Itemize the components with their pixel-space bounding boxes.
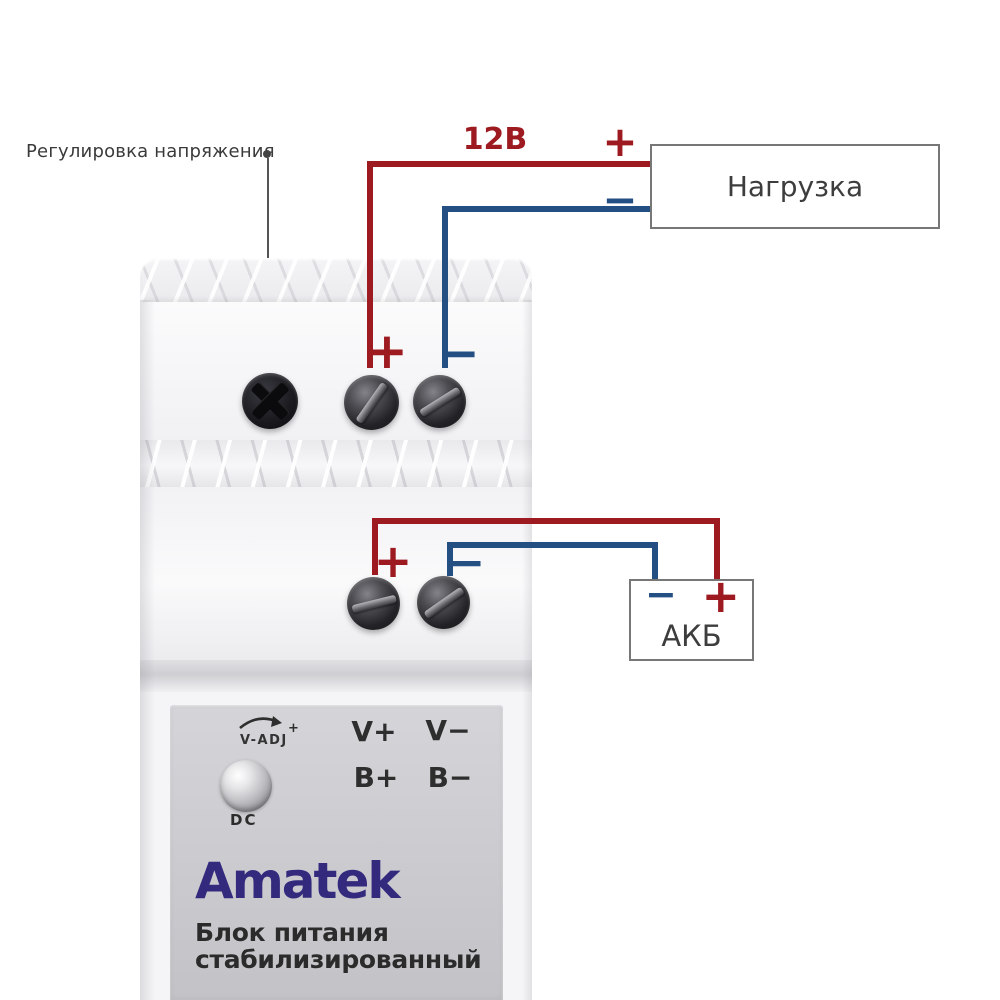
device-left-shading xyxy=(140,300,155,1000)
load-box: Нагрузка xyxy=(650,144,940,229)
output-plus-sign: + xyxy=(366,322,408,380)
wire-positive-battery-vertical-right xyxy=(714,518,720,579)
battery-wire-minus-sign: − xyxy=(446,535,486,589)
wire-negative-load-vertical xyxy=(442,206,448,368)
screw-slot xyxy=(350,594,397,613)
load-minus-sign: − xyxy=(602,175,638,224)
voltage-adjust-screw xyxy=(242,373,298,429)
output-minus-sign: − xyxy=(438,324,480,382)
load-box-label: Нагрузка xyxy=(726,170,864,203)
vadj-plus-mark: + xyxy=(288,721,299,736)
output-plus-terminal-screw xyxy=(344,375,399,430)
device-battery-terminal-face xyxy=(140,487,532,660)
device-output-terminal-face xyxy=(140,302,532,440)
wire-negative-battery-vertical-right xyxy=(652,542,658,579)
vadj-label: V-ADJ xyxy=(240,733,288,748)
terminal-label-b-plus: B+ xyxy=(353,761,399,794)
device-front-face: + V-ADJ DC V+ V− B+ B− Amatek Блок питан… xyxy=(140,692,532,1000)
battery-minus-terminal-screw xyxy=(417,576,470,629)
power-supply-device: + V-ADJ DC V+ V− B+ B− Amatek Блок питан… xyxy=(140,258,532,1000)
battery-plus-terminal-screw xyxy=(347,577,400,630)
wire-negative-battery-vertical-left xyxy=(447,542,453,576)
wire-positive-load-horizontal xyxy=(367,161,653,167)
product-name: Блок питания стабилизированный xyxy=(195,918,482,974)
device-right-shading xyxy=(522,300,532,1000)
battery-box-minus-sign: − xyxy=(645,572,677,616)
brand-logo: Amatek xyxy=(195,852,401,910)
device-label-panel: + V-ADJ DC V+ V− B+ B− Amatek Блок питан… xyxy=(170,705,503,1000)
device-bevel xyxy=(140,660,532,692)
wire-positive-battery-vertical-left xyxy=(372,518,378,575)
callout-dot xyxy=(263,150,271,158)
terminal-label-v-plus: V+ xyxy=(351,715,397,748)
battery-box-plus-sign: + xyxy=(701,569,740,623)
screw-slot xyxy=(354,381,389,424)
load-plus-sign: + xyxy=(602,117,638,166)
screw-slot xyxy=(422,586,465,619)
wire-positive-load-vertical xyxy=(367,161,373,368)
output-minus-terminal-screw xyxy=(413,375,466,428)
voltage-adjust-callout-label: Регулировка напряжения xyxy=(26,141,275,162)
screw-slot xyxy=(418,386,461,417)
product-name-line1: Блок питания xyxy=(195,918,389,947)
device-top-vents xyxy=(140,258,532,302)
battery-box: − + АКБ xyxy=(629,573,754,661)
vadj-rotate-arrow-icon xyxy=(239,716,282,730)
wire-negative-load-horizontal xyxy=(442,206,653,212)
battery-wire-plus-sign: + xyxy=(373,534,413,588)
battery-box-label: АКБ xyxy=(661,619,722,653)
wire-negative-battery-horizontal xyxy=(447,542,658,548)
terminal-label-v-minus: V− xyxy=(425,714,471,747)
dc-label: DC xyxy=(230,811,258,829)
dc-indicator-dome xyxy=(220,760,272,812)
voltage-label: 12В xyxy=(462,122,528,157)
device-vent-strip xyxy=(140,440,532,487)
product-name-line2: стабилизированный xyxy=(195,945,482,974)
wire-positive-battery-horizontal xyxy=(372,518,720,524)
terminal-label-b-minus: B− xyxy=(427,761,473,794)
